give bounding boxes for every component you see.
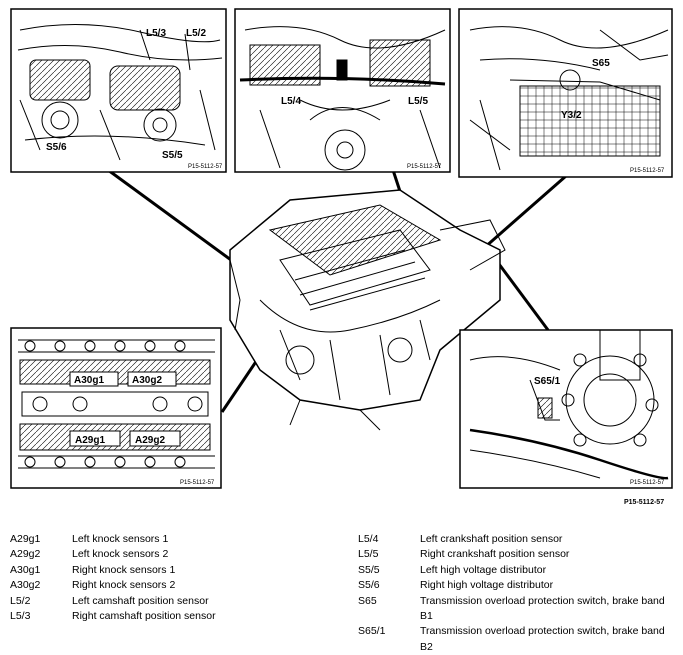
panel-id-top-middle: P15-5112-57 (407, 164, 442, 170)
legend-row: A30g2 Right knock sensors 2 (10, 578, 340, 593)
callout-S5-5: S5/5 (162, 150, 183, 161)
figure-id: P15-5112-57 (624, 499, 664, 506)
callout-L5-3: L5/3 (146, 28, 166, 39)
legend-row: S65/1 Transmission overload protection sw… (358, 624, 676, 655)
callout-L5-4: L5/4 (281, 96, 301, 107)
legend-row: L5/3 Right camshaft position sensor (10, 609, 340, 624)
callout-A29g2: A29g2 (135, 435, 165, 446)
legend-code: S65 (358, 594, 377, 607)
legend-desc: Left crankshaft position sensor (420, 533, 563, 545)
callout-L5-2: L5/2 (186, 28, 206, 39)
callout-S65: S65 (592, 58, 610, 69)
legend-code: S5/5 (358, 563, 380, 576)
legend-code: A29g1 (10, 533, 41, 545)
panel-id-top-right: P15-5112-57 (630, 168, 665, 174)
callout-S65-1: S65/1 (534, 376, 561, 387)
engine-sensor-location-figure: L5/3 L5/2 S5/6 S5/5 P15-5112-57 L5/4 L5/… (10, 8, 673, 506)
leader-line-top-left (107, 168, 243, 270)
callout-A30g1: A30g1 (74, 375, 104, 386)
legend-desc: Right crankshaft position sensor (420, 548, 570, 561)
legend-code: L5/3 (10, 610, 31, 623)
legend-desc: Right knock sensors 2 (72, 579, 176, 592)
legend-left: A29g1 Left knock sensors 1 A29g2 Left knoc… (10, 532, 340, 624)
panel-id-bottom-left: P15-5112-57 (180, 480, 215, 486)
legend-desc: Left high voltage distributor (420, 563, 547, 576)
legend-code: L5/4 (358, 533, 379, 545)
callout-A30g2: A30g2 (132, 375, 162, 386)
legend-row: S5/6 Right high voltage distributor (358, 578, 676, 593)
callout-S5-6: S5/6 (46, 142, 67, 153)
panel-bottom-left: A30g1 A30g2 A29g1 A29g2 P15-5112-57 (10, 327, 222, 489)
panel-top-left: L5/3 L5/2 S5/6 S5/5 P15-5112-57 (10, 8, 227, 173)
legend-desc: Left knock sensors 1 (72, 533, 169, 545)
legend-row: A29g1 Left knock sensors 1 (10, 532, 340, 547)
legend-code: A30g2 (10, 579, 41, 592)
panel-bottom-right: S65/1 P15-5112-57 (459, 329, 673, 489)
legend-desc: Right knock sensors 1 (72, 563, 176, 576)
legend-row: A29g2 Left knock sensors 2 (10, 547, 340, 562)
legend-desc: Left knock sensors 2 (72, 548, 169, 561)
legend-desc: Left camshaft position sensor (72, 594, 209, 607)
panel-top-right: S65 Y3/2 P15-5112-57 (458, 8, 673, 178)
legend-code: S65/1 (358, 625, 386, 638)
panel-id-bottom-right: P15-5112-57 (630, 480, 665, 486)
legend-row: L5/5 Right crankshaft position sensor (358, 547, 676, 562)
legend-row: S65 Transmission overload protection swit… (358, 594, 676, 625)
legend-row: A30g1 Right knock sensors 1 (10, 563, 340, 578)
panel-id-top-left: P15-5112-57 (188, 164, 223, 170)
panel-top-middle: L5/4 L5/5 P15-5112-57 (234, 8, 451, 173)
leader-line-bottom-right (494, 259, 550, 331)
legend-code: L5/5 (358, 548, 379, 561)
legend-code: A29g2 (10, 548, 41, 561)
legend-desc: Right high voltage distributor (420, 579, 554, 592)
callout-Y3-2: Y3/2 (561, 110, 582, 121)
callout-L5-5: L5/5 (408, 96, 428, 107)
legend-desc: Transmission overload protection switch,… (420, 625, 665, 653)
legend-row: S5/5 Left high voltage distributor (358, 563, 676, 578)
legend-code: L5/2 (10, 594, 31, 607)
legend-code: S5/6 (358, 579, 380, 592)
engine-illustration (229, 189, 506, 431)
legend-row: L5/2 Left camshaft position sensor (10, 594, 340, 609)
leader-line-top-right (483, 174, 567, 250)
legend-row: L5/4 Left crankshaft position sensor (358, 532, 676, 547)
callout-A29g1: A29g1 (75, 435, 105, 446)
legend-desc: Transmission overload protection switch,… (420, 594, 665, 623)
legend-code: A30g1 (10, 563, 41, 576)
legend-right: L5/4 Left crankshaft position sensor L5/5… (358, 532, 676, 655)
legend-desc: Right camshaft position sensor (72, 610, 216, 623)
